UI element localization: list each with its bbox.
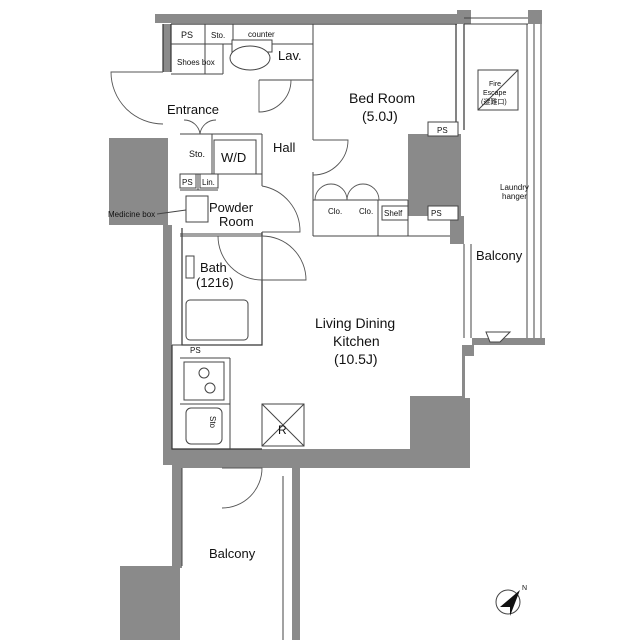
room-labels: PS Sto. counter Lav. Shoes box Entrance … [108, 30, 529, 561]
closet-door-1 [314, 183, 348, 201]
balcony-right-wall [292, 468, 300, 640]
closet-door-2 [346, 183, 380, 201]
burner-icon [198, 367, 210, 379]
fire-escape-label-2: Escape [483, 90, 506, 97]
door-swings [110, 71, 380, 509]
ldk-top-right-pillar [450, 216, 464, 244]
kitchen-sink-icon [185, 407, 223, 445]
wd-label: W/D [221, 150, 246, 165]
laundry-hanger-label-2: hanger [502, 192, 527, 201]
entrance-door [110, 71, 164, 125]
fixtures [183, 39, 519, 447]
powder-door [261, 185, 301, 233]
right-bottom-wall-mass [172, 338, 545, 468]
balcony-bottom-left-wall [120, 566, 180, 640]
north-arrow-icon: N [495, 585, 527, 616]
north-label: N [522, 585, 527, 592]
bathtub-icon [185, 299, 249, 341]
powder-room-label-2: Room [219, 214, 254, 229]
sto-mid-label: Sto. [189, 149, 205, 159]
exterior-walls [109, 10, 545, 640]
shelf-label: Shelf [384, 209, 403, 218]
shoes-box-label: Shoes box [177, 58, 215, 67]
sto-kitchen-label: Sto [208, 416, 217, 429]
balcony-left-wall [172, 468, 182, 568]
ps-kitchen-label: PS [190, 346, 201, 355]
bath-label-2: (1216) [196, 275, 234, 290]
ps-boxes [179, 121, 459, 221]
hall-label: Hall [273, 140, 296, 155]
ldk-door [261, 235, 307, 281]
bath-rack-icon [185, 255, 195, 279]
balcony-vent-icon [485, 331, 512, 343]
left-outer-wall [163, 225, 172, 465]
lin-label: Lin. [202, 178, 215, 187]
bedroom-label-2: (5.0J) [362, 108, 398, 124]
fire-escape-label-3: (避難口) [481, 97, 507, 106]
bedroom-label-1: Bed Room [349, 90, 415, 106]
ps-left-label: PS [182, 178, 193, 187]
lav-label: Lav. [278, 48, 302, 63]
washer-dryer-icon [213, 139, 257, 175]
right-wall-pillar [408, 134, 461, 216]
counter-label: counter [248, 30, 275, 39]
right-corner-pillar [528, 10, 542, 24]
fire-escape-label-1: Fire [489, 81, 501, 88]
ldk-label-3: (10.5J) [334, 351, 378, 367]
ps-bed-label: PS [437, 126, 448, 135]
ps-shelf-label: PS [431, 209, 442, 218]
kitchen-right-wall [292, 449, 310, 468]
bedroom-door [312, 139, 349, 176]
toilet-bowl-icon [229, 45, 271, 71]
balcony-bottom-label: Balcony [209, 546, 256, 561]
wall-outlines [162, 17, 542, 640]
sink-icon [185, 195, 209, 223]
top-right-pillar [457, 10, 471, 24]
bath-door [217, 235, 263, 281]
lav-door [258, 79, 292, 113]
balcony-door [221, 467, 263, 509]
closet-label-1: Clo. [328, 207, 342, 216]
entrance-label: Entrance [167, 102, 219, 117]
ldk-label-1: Living Dining [315, 315, 395, 331]
laundry-hanger-label-1: Laundry [500, 183, 529, 192]
burner-icon [204, 382, 216, 394]
left-entrance-wall [163, 24, 171, 72]
left-pillar [109, 138, 168, 225]
ps-top-label: PS [181, 30, 193, 40]
ldk-label-2: Kitchen [333, 333, 380, 349]
sto-top-label: Sto. [211, 31, 225, 40]
bath-label-1: Bath [200, 260, 227, 275]
sto-entrance-door [183, 119, 217, 135]
medicine-box-label: Medicine box [108, 210, 155, 219]
fridge-label: R [278, 423, 287, 437]
top-wall [155, 14, 457, 23]
closet-label-2: Clo. [359, 207, 373, 216]
balcony-right-label: Balcony [476, 248, 523, 263]
powder-room-label-1: Powder [209, 200, 254, 215]
